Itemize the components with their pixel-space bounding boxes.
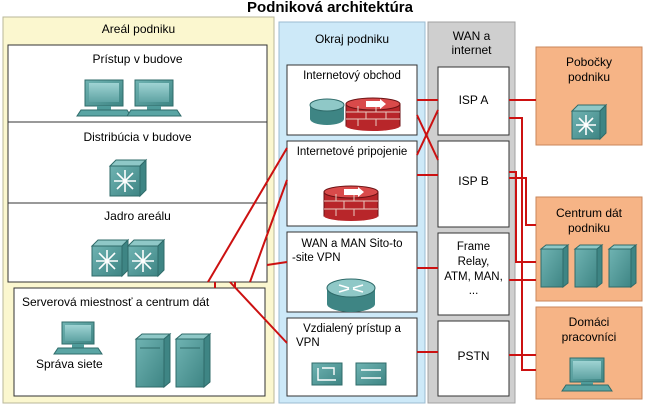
vpn-label-line2: -site VPN [292,252,341,264]
datacenter-label-line2: podniku [567,221,611,235]
server-icon [134,332,172,389]
frame-relay-line1: Frame [456,241,491,253]
isp-a-box [437,66,510,136]
multilayer-switch-icon [90,238,130,278]
datacenter-label-line1: Centrum dát [555,206,623,220]
remote-access-label-line1: Vzdialený prístup a [303,323,401,335]
building-distribution-label: Distribúcia v budove [83,130,192,144]
wan-label-line2: internet [451,43,492,57]
server-icon [607,243,638,289]
remote-access-box [286,317,418,397]
branch-label-line1: Pobočky [565,55,613,69]
building-access-label: Prístup v budove [92,52,183,66]
wan-label-line1: WAN a [452,29,491,43]
frame-relay-line3: ATM, MAN, [444,271,503,283]
multilayer-switch-icon [108,158,148,198]
access-server-icon [311,362,343,386]
network-management-label: Správa siete [36,357,103,371]
multilayer-switch-icon [126,238,166,278]
pstn-label: PSTN [457,349,490,363]
pstn-box [437,320,510,397]
internet-connectivity-label: Internetové pripojenie [296,146,408,158]
server-icon [539,243,570,289]
campus-core-label: Jadro areálu [104,209,171,223]
frame-relay-line4: ... [468,285,479,297]
edge-label: Okraj podniku [314,32,390,46]
server-icon [573,243,604,289]
router-icon [309,98,345,125]
branch-label-line2: podniku [567,70,611,84]
pc-icon [561,357,613,392]
remote-access-label-line2: VPN [296,337,320,349]
vpn-concentrator-icon [355,362,387,386]
multilayer-switch-icon [570,103,608,141]
firewall-icon [323,185,379,221]
server-icon [174,332,212,389]
router-icon [326,278,376,312]
isp-b-box [437,140,510,228]
isp-a-label: ISP A [458,93,489,107]
pc-icon [76,79,132,117]
pc-icon [53,321,103,355]
pc-icon [126,79,182,117]
campus-label: Areál podniku [101,22,176,36]
diagram-title: Podniková architektúra [247,0,413,16]
vpn-label-line1: WAN a MAN Sito-to [301,238,403,250]
firewall-icon [345,97,401,131]
frame-relay-box [437,232,510,316]
teleworker-label-line2: pracovníci [561,330,617,344]
server-farm-label: Serverová miestnosť a centrum dát [22,295,210,309]
frame-relay-line2: Relay, [457,256,490,268]
ecommerce-label: Internetový obchod [303,70,401,82]
network-links [207,99,536,371]
isp-b-label: ISP B [458,174,489,188]
teleworker-label-line1: Domáci [568,315,610,329]
